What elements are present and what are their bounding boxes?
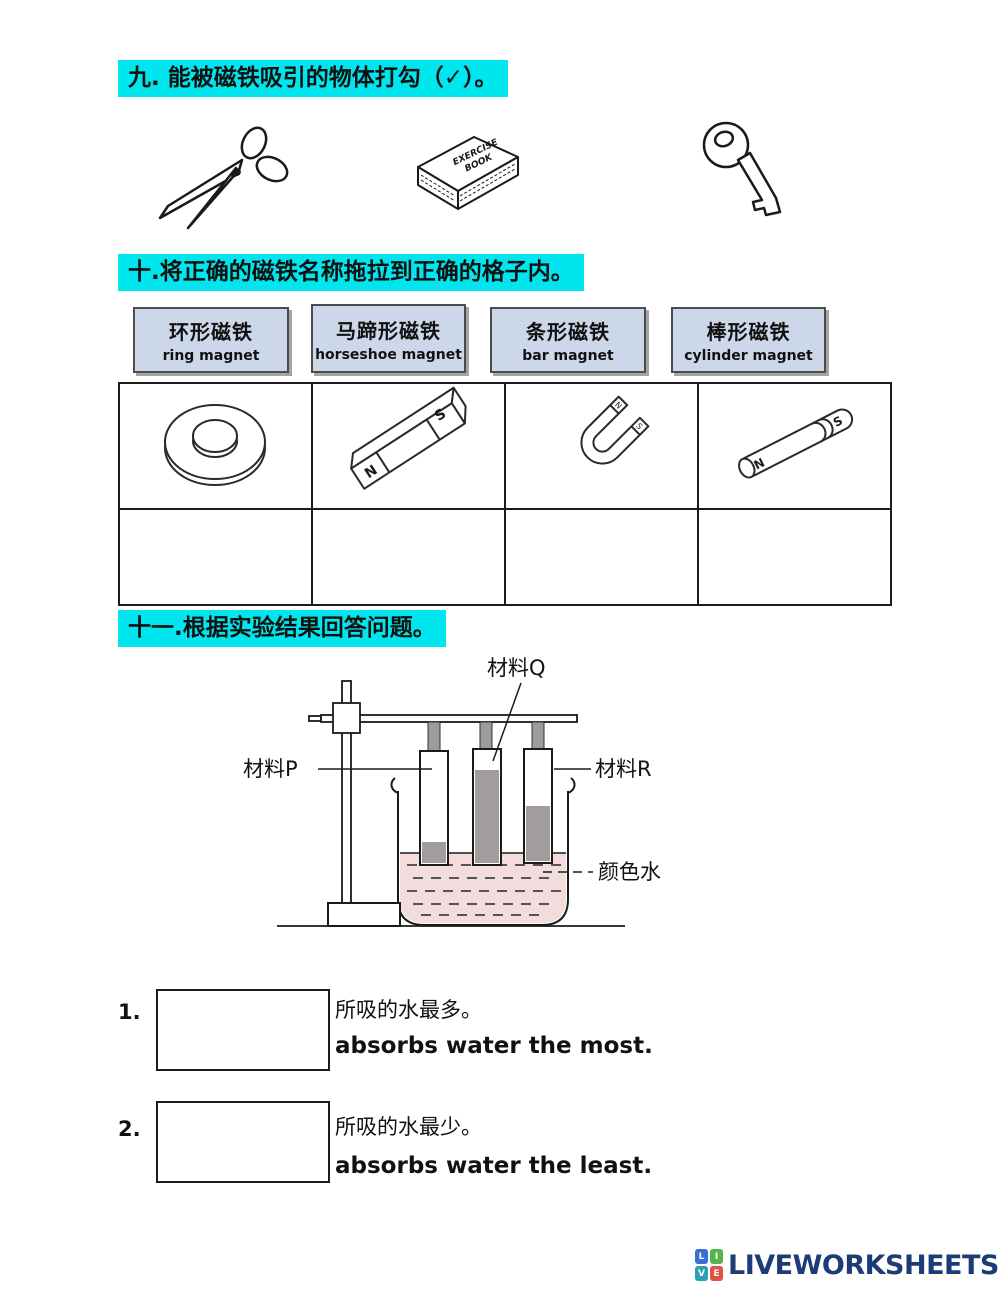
question-2: 2. 所吸的水最少。 absorbs water the least. [115,1095,735,1195]
question-1-number: 1. [118,1000,141,1024]
horseshoe-magnet-pole-n: N [613,400,624,411]
book-image[interactable]: EXERCISE BOOK [396,133,528,232]
question-2-number: 2. [118,1117,141,1141]
section-10-title: 十.将正确的磁铁名称拖拉到正确的格子内。 [118,254,584,291]
drag-label-bar-magnet[interactable]: 条形磁铁 bar magnet [490,307,646,373]
colored-water [400,853,566,923]
horseshoe-magnet-image: N S [504,382,699,510]
ring-magnet-label-zh: 环形磁铁 [169,320,253,344]
key-image[interactable] [692,118,792,230]
scissors-image[interactable] [150,122,295,234]
drag-label-horseshoe-magnet[interactable]: 马蹄形磁铁 horseshoe magnet [311,304,466,373]
bar-magnet-label-zh: 条形磁铁 [526,320,610,344]
answer-input-2[interactable] [156,1101,330,1183]
bar-magnet-image: N S [311,382,506,510]
bar-magnet-label-en: bar magnet [522,348,614,364]
drop-cell-1[interactable] [118,508,313,606]
question-1-en: absorbs water the most. [335,1033,653,1059]
drag-label-cylinder-magnet[interactable]: 棒形磁铁 cylinder magnet [671,307,826,373]
cylinder-magnet-label-zh: 棒形磁铁 [706,320,791,344]
ring-magnet-image [118,382,313,510]
liveworksheets-logo[interactable]: L I V E LIVEWORKSHEETS [695,1249,999,1281]
horseshoe-magnet-pole-s: S [634,421,644,431]
drop-cell-4[interactable] [697,508,892,606]
logo-tile-l: L [695,1249,708,1264]
section-9-title: 九. 能被磁铁吸引的物体打勾（✓）。 [118,60,508,97]
horseshoe-magnet-label-zh: 马蹄形磁铁 [336,318,441,343]
label-material-q: 材料Q [487,656,546,680]
cylinder-magnet-image: N S [697,382,892,510]
drop-cell-3[interactable] [504,508,699,606]
question-1: 1. 所吸的水最多。 absorbs water the most. [115,985,735,1085]
drag-label-ring-magnet[interactable]: 环形磁铁 ring magnet [133,307,289,373]
question-2-en: absorbs water the least. [335,1153,653,1179]
label-material-r: 材料R [595,757,652,781]
logo-tile-e: E [710,1266,723,1281]
answer-input-1[interactable] [156,989,330,1071]
drop-cell-2[interactable] [311,508,506,606]
liveworksheets-logo-icon: L I V E [695,1249,723,1281]
section-11-title: 十一.根据实验结果回答问题。 [118,610,446,647]
horseshoe-magnet-label-en: horseshoe magnet [315,346,462,363]
question-1-zh: 所吸的水最多。 [335,998,482,1022]
question-2-zh: 所吸的水最少。 [335,1115,482,1139]
magnet-table: N S N S [118,382,892,606]
logo-tile-v: V [695,1266,708,1281]
logo-tile-i: I [710,1249,723,1264]
ring-magnet-label-en: ring magnet [162,348,260,364]
liveworksheets-wordmark: LIVEWORKSHEETS [728,1249,999,1281]
label-material-p: 材料P [243,757,298,781]
label-colored-water: 颜色水 [598,860,661,884]
cylinder-magnet-label-en: cylinder magnet [684,348,813,364]
experiment-diagram: 材料Q 材料P 材料R 颜色水 [225,645,725,969]
